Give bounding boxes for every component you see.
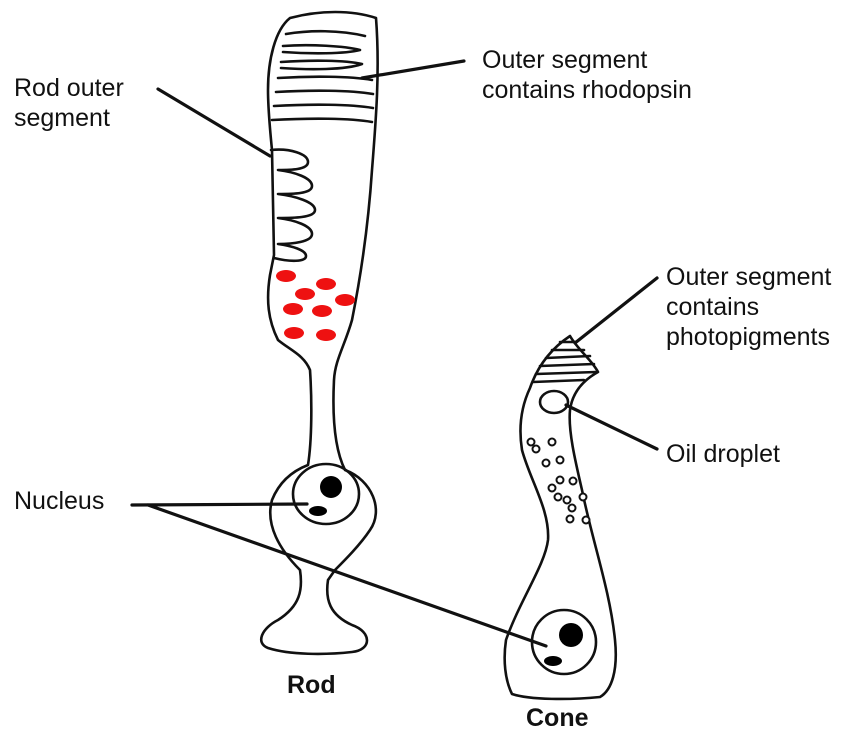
oil-droplet-shape [540,391,568,413]
rod-pigment-dots [276,270,355,341]
label-oil-droplet: Oil droplet [666,439,780,469]
label-rod-outer-segment: Rod outer segment [14,73,124,133]
caption-rod: Rod [287,671,336,700]
leader-nucleus-rod [132,504,307,505]
rod-membrane-folds [271,150,315,261]
label-outer-segment-rhodopsin: Outer segment contains rhodopsin [482,45,692,105]
leader-rod-outer-segment [158,89,270,156]
label-nucleus: Nucleus [14,486,104,516]
cone-nucleus [532,610,596,674]
leader-oil-droplet [566,405,657,449]
leader-nucleus-cone [148,505,546,646]
rod-cell [261,12,377,654]
cone-cell [505,336,616,699]
caption-cone: Cone [526,704,589,733]
leader-lines [132,61,657,646]
rod-outer-segment-discs [272,31,373,122]
rod-nucleus [293,464,359,524]
cone-outline [505,336,616,699]
leader-photopigments [575,278,657,343]
label-outer-segment-photopigments: Outer segment contains photopigments [666,262,831,352]
